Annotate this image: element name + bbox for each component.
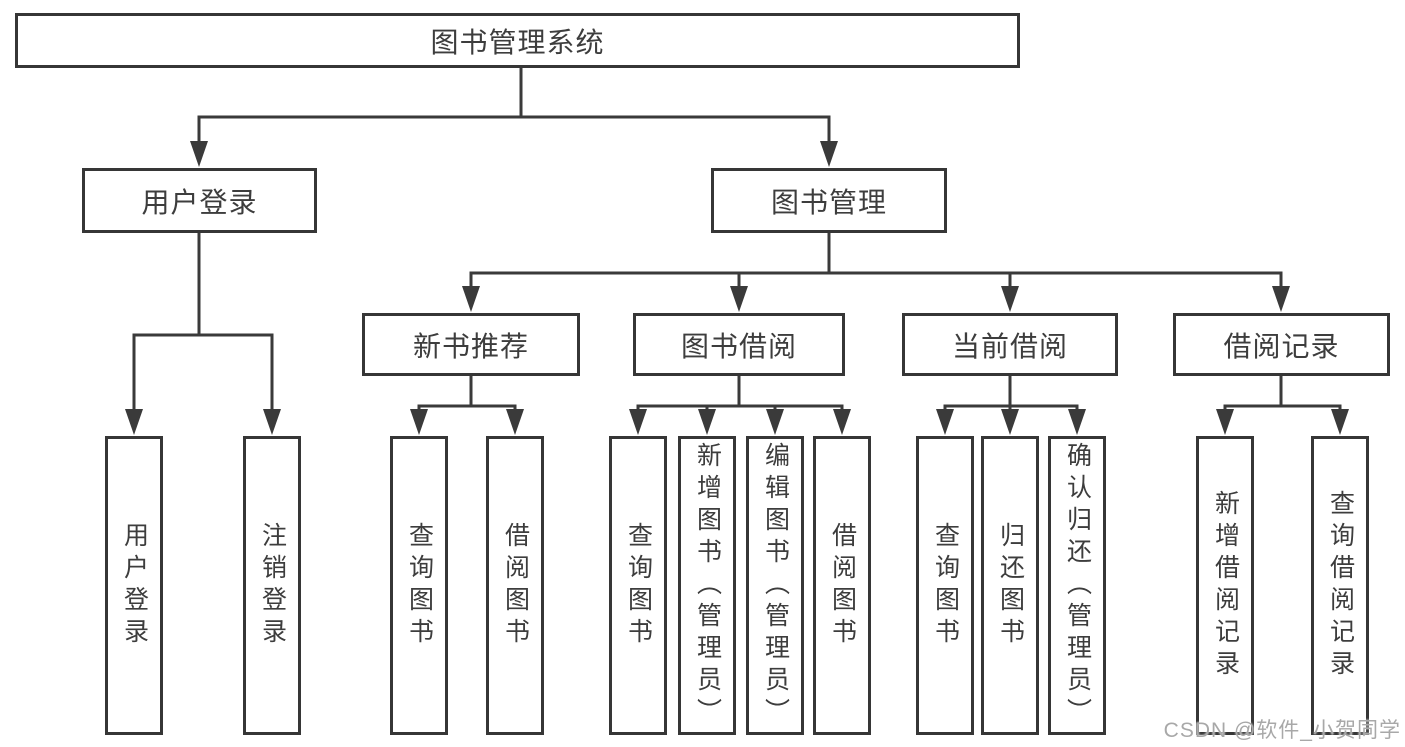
connector-borrow-records-arrowheads [1216,409,1349,435]
node-user-login-label: 用户登录 [141,186,258,218]
node-add-book-admin: 新增图书（管理员） [678,436,736,735]
connector-book-management [469,229,1283,292]
node-recommend-borrow-books-label: 借阅图书 [501,521,530,650]
connector-book-borrow-arrowheads [629,409,851,435]
connector-book-borrow [636,372,844,415]
connector-current-borrow-arrowheads [936,409,1086,435]
node-borrow-books-leaf: 借阅图书 [813,436,871,735]
node-library-system: 图书管理系统 [15,13,1020,68]
node-edit-book-admin: 编辑图书（管理员） [746,436,804,735]
node-user-login-leaf: 用户登录 [105,436,163,735]
node-user-login: 用户登录 [82,168,317,233]
connector-root-arrowheads [190,141,838,167]
connector-root [197,64,831,147]
connector-borrow-records [1223,372,1342,415]
node-current-borrow-label: 当前借阅 [951,330,1068,362]
connector-new-book-recommend [417,372,517,415]
node-add-borrow-record: 新增借阅记录 [1196,436,1254,735]
node-book-management: 图书管理 [711,168,947,233]
node-current-query-books: 查询图书 [916,436,974,735]
watermark: CSDN @软件_小贺同学 [1163,719,1401,742]
node-confirm-return-admin-label: 确认归还（管理员） [1063,441,1092,730]
node-current-query-books-label: 查询图书 [931,521,960,650]
node-recommend-borrow-books: 借阅图书 [486,436,544,735]
node-confirm-return-admin: 确认归还（管理员） [1048,436,1106,735]
node-return-books-label: 归还图书 [996,521,1025,650]
node-book-borrow: 图书借阅 [633,313,845,376]
node-query-borrow-record: 查询借阅记录 [1311,436,1369,735]
node-borrow-books-leaf-label: 借阅图书 [828,521,857,650]
node-book-management-label: 图书管理 [770,186,887,218]
node-logout-leaf: 注销登录 [243,436,301,735]
connector-current-borrow [943,372,1079,415]
connector-user-login [132,229,274,415]
node-borrow-records: 借阅记录 [1173,313,1390,376]
node-add-borrow-record-label: 新增借阅记录 [1211,489,1240,682]
connector-new-book-recommend-arrowheads [410,409,524,435]
node-edit-book-admin-label: 编辑图书（管理员） [761,441,790,730]
node-logout-leaf-label: 注销登录 [258,521,287,650]
node-borrow-query-books: 查询图书 [609,436,667,735]
node-recommend-query-books-label: 查询图书 [405,521,434,650]
connector-book-management-arrowheads [462,286,1290,312]
node-new-book-recommend-label: 新书推荐 [412,330,529,362]
node-library-system-label: 图书管理系统 [430,26,605,58]
node-return-books: 归还图书 [981,436,1039,735]
node-current-borrow: 当前借阅 [902,313,1118,376]
connector-user-login-arrowheads [125,409,281,435]
node-query-borrow-record-label: 查询借阅记录 [1326,489,1355,682]
node-add-book-admin-label: 新增图书（管理员） [693,441,722,730]
node-new-book-recommend: 新书推荐 [362,313,580,376]
node-user-login-leaf-label: 用户登录 [120,521,149,650]
node-book-borrow-label: 图书借阅 [680,330,797,362]
node-borrow-records-label: 借阅记录 [1223,330,1340,362]
node-borrow-query-books-label: 查询图书 [624,521,653,650]
node-recommend-query-books: 查询图书 [390,436,448,735]
